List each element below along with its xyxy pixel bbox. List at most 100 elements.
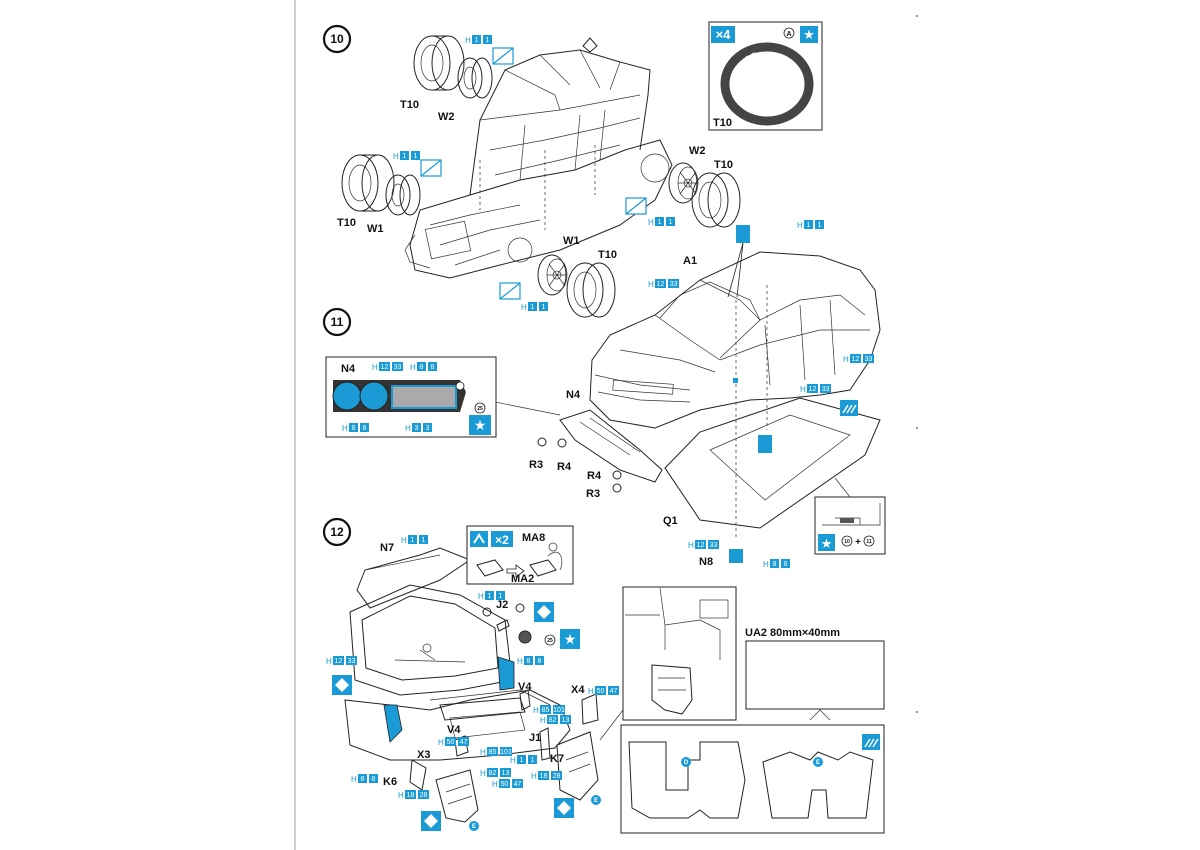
decal-number: 11 [866, 539, 872, 545]
right-tail-decal [497, 656, 515, 691]
diamond-decal-marker [554, 798, 574, 818]
svg-text:H: H [480, 748, 486, 757]
paint-code: H 50 47 [438, 737, 469, 747]
paint-code: H 85 101 [533, 705, 565, 715]
paint-code: H 3 3 [405, 423, 432, 433]
svg-text:1: 1 [669, 219, 673, 226]
svg-text:H: H [478, 592, 484, 601]
svg-text:H: H [688, 541, 694, 550]
svg-text:25: 25 [547, 638, 553, 644]
scan-dot [916, 427, 918, 429]
star-icon: ★ [564, 632, 577, 648]
svg-text:1: 1 [818, 222, 822, 229]
grille-mesh [391, 385, 457, 409]
label-t10: T10 [714, 159, 733, 171]
label-w2: W2 [438, 111, 455, 123]
svg-text:8: 8 [352, 425, 356, 432]
grille-n4-drawing [484, 399, 663, 493]
label-t10: T10 [713, 117, 732, 129]
scan-dot [916, 15, 918, 17]
svg-text:85: 85 [542, 707, 550, 714]
paint-code: H 1 1 [521, 302, 548, 312]
label-j1: J1 [529, 732, 541, 744]
svg-text:12: 12 [335, 658, 343, 665]
step-number: 10 [330, 32, 344, 46]
svg-text:101: 101 [500, 749, 512, 756]
svg-text:8: 8 [372, 776, 376, 783]
svg-text:H: H [517, 657, 523, 666]
svg-text:H: H [480, 769, 486, 778]
svg-text:1: 1 [422, 537, 426, 544]
badge-dot [455, 381, 465, 391]
wheel-w1-front [537, 254, 568, 296]
paint-code: H 1 1 [797, 220, 824, 230]
svg-text:H: H [438, 738, 444, 747]
svg-text:H: H [405, 424, 411, 433]
label-ma8: MA8 [522, 532, 545, 544]
step-number-badge [322, 24, 352, 54]
label-r3: R3 [586, 488, 600, 500]
label-x4: X4 [571, 684, 585, 696]
svg-text:H: H [492, 780, 498, 789]
label-a1: A1 [683, 255, 697, 267]
svg-text:H: H [401, 536, 407, 545]
svg-text:E: E [594, 798, 598, 804]
tire-t10-right [691, 172, 741, 228]
star-badge [560, 629, 580, 649]
svg-text:H: H [648, 218, 654, 227]
headlight-inset: N4 H 12 33 H 8 8 25 ★ H [325, 356, 497, 438]
svg-text:33: 33 [710, 542, 718, 549]
svg-text:H: H [393, 152, 399, 161]
decal-stripe-marker [862, 734, 880, 750]
headlight-right [359, 381, 389, 411]
svg-text:18: 18 [407, 792, 415, 799]
plus-sign: + [855, 537, 861, 548]
paint-code: H 82 13 [480, 768, 511, 778]
svg-text:33: 33 [822, 386, 830, 393]
svg-text:12: 12 [809, 386, 817, 393]
label-j2: J2 [496, 599, 508, 611]
label-n7: N7 [380, 542, 394, 554]
chassis-drawing [404, 37, 673, 279]
label-v4: V4 [518, 681, 532, 693]
svg-text:33: 33 [394, 364, 402, 371]
paint-code: H 18 28 [531, 771, 562, 781]
svg-text:8: 8 [363, 425, 367, 432]
star-icon: ★ [821, 537, 833, 552]
paint-code: H 1 1 [510, 755, 537, 765]
antenna-inset: ×2 MA8 MA2 [466, 525, 574, 585]
no-glue-icon [625, 197, 647, 215]
decal-letter-badge: E [469, 821, 479, 831]
label-n8: N8 [699, 556, 713, 568]
svg-text:50: 50 [597, 688, 605, 695]
decal-letter-badge: E [591, 795, 601, 805]
svg-text:8: 8 [431, 364, 435, 371]
step-11: 11 A1 [322, 220, 886, 569]
svg-text:8: 8 [420, 364, 424, 371]
label-t10: T10 [598, 249, 617, 261]
paint-code: H 8 8 [410, 362, 437, 372]
svg-text:1: 1 [658, 219, 662, 226]
svg-text:H: H [540, 716, 546, 725]
svg-text:H: H [398, 791, 404, 800]
svg-text:H: H [465, 36, 471, 45]
label-x3: X3 [417, 749, 430, 761]
svg-text:47: 47 [514, 781, 522, 788]
body-marker [733, 378, 738, 383]
step-10: 10 [322, 21, 823, 318]
label-n4: N4 [566, 389, 581, 401]
decal-number-badge [841, 535, 853, 547]
paint-code: H 50 47 [588, 686, 619, 696]
svg-text:H: H [533, 706, 539, 715]
wheel-w1-left [385, 174, 421, 216]
paint-code: H 12 33 [372, 362, 403, 372]
arrow-right-icon [506, 564, 525, 578]
window-detail-inset: ★ 10 + 11 [814, 477, 886, 555]
scan-dot [916, 711, 918, 713]
svg-text:25: 25 [477, 406, 483, 412]
paint-code: H 85 101 [480, 747, 512, 757]
svg-text:E: E [472, 824, 476, 830]
svg-text:1: 1 [499, 593, 503, 600]
n8-part-marker [729, 549, 743, 563]
small-parts [409, 603, 599, 791]
